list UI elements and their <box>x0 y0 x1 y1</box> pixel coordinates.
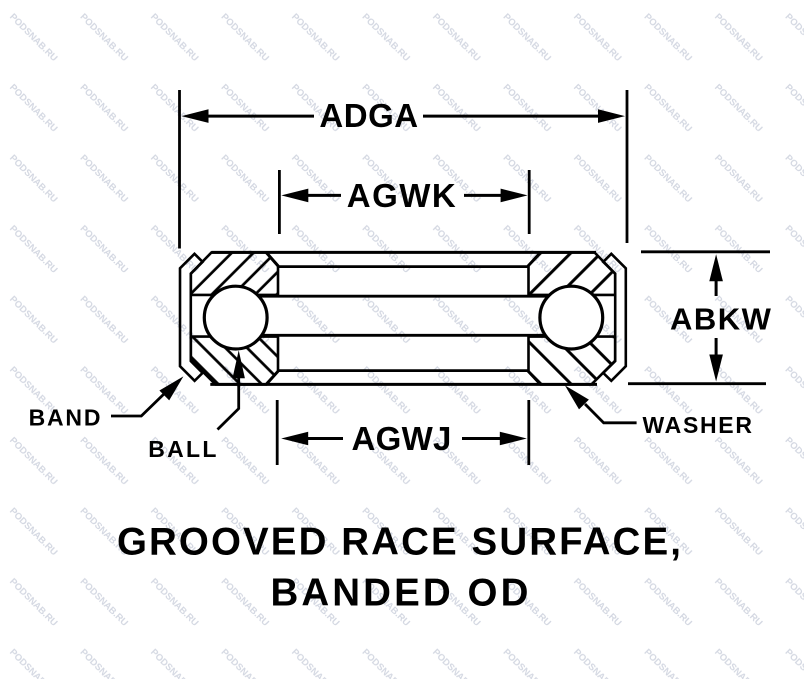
svg-text:WASHER: WASHER <box>643 412 754 438</box>
svg-text:AGWJ: AGWJ <box>351 420 451 457</box>
svg-text:BAND: BAND <box>29 405 103 431</box>
svg-text:GROOVED RACE SURFACE,: GROOVED RACE SURFACE, <box>117 521 683 564</box>
svg-text:BANDED OD: BANDED OD <box>270 572 531 615</box>
svg-text:ADGA: ADGA <box>319 97 418 134</box>
svg-text:AGWK: AGWK <box>347 177 457 214</box>
svg-text:BALL: BALL <box>148 436 219 462</box>
svg-text:ABKW: ABKW <box>670 302 772 337</box>
